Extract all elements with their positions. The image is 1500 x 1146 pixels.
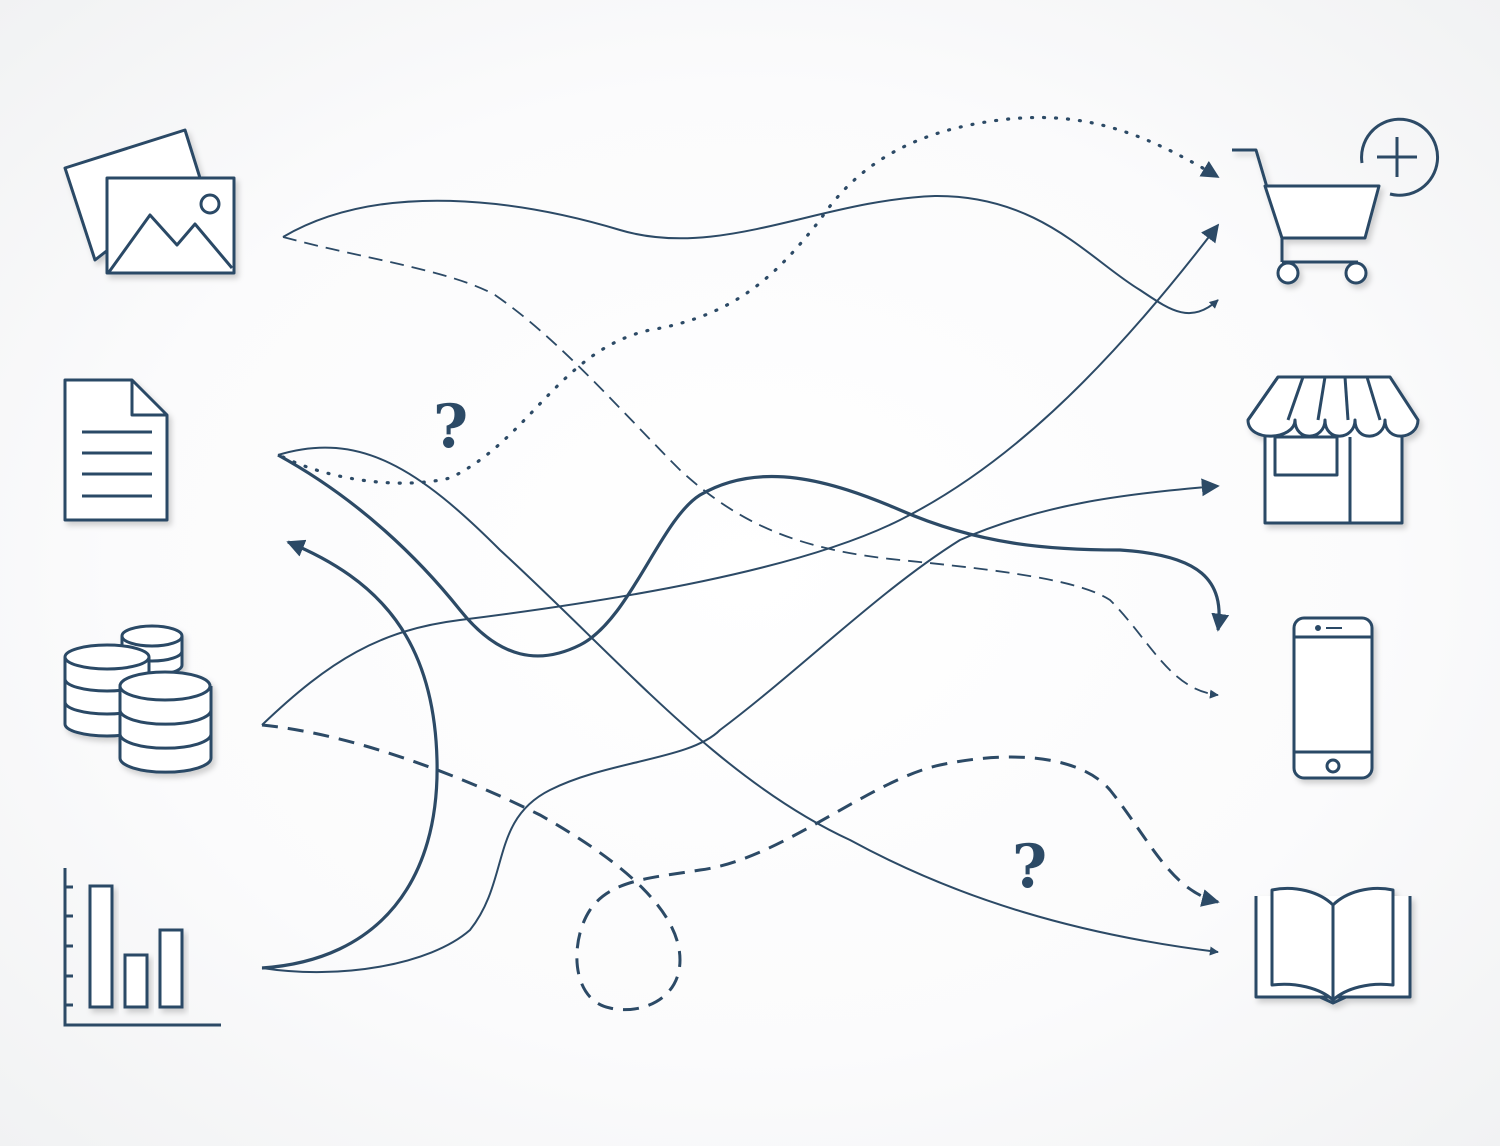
flow-document-to-book <box>277 446 1219 956</box>
question-mark-2: ? <box>1012 832 1047 902</box>
database-icon <box>63 624 213 774</box>
document-icon <box>63 378 169 522</box>
flow-lines <box>261 115 1230 1012</box>
open-book-icon <box>1254 886 1412 1005</box>
question-mark-1: ? <box>433 392 468 462</box>
flow-images-to-phone <box>282 236 1219 699</box>
flow-database-to-book <box>261 723 1220 1012</box>
flow-database-to-cart <box>261 223 1220 726</box>
flow-images-to-cart <box>282 194 1219 315</box>
bar-chart-icon <box>63 868 221 1027</box>
flow-chart-to-document <box>261 539 439 970</box>
smartphone-icon <box>1292 616 1374 780</box>
shopping-cart-add-icon <box>1232 117 1439 285</box>
flow-document-to-phone <box>277 453 1230 658</box>
flow-chart-to-store <box>261 478 1220 974</box>
store-icon <box>1246 375 1420 525</box>
flow-document-to-cart <box>281 115 1220 485</box>
images-icon <box>63 128 236 275</box>
